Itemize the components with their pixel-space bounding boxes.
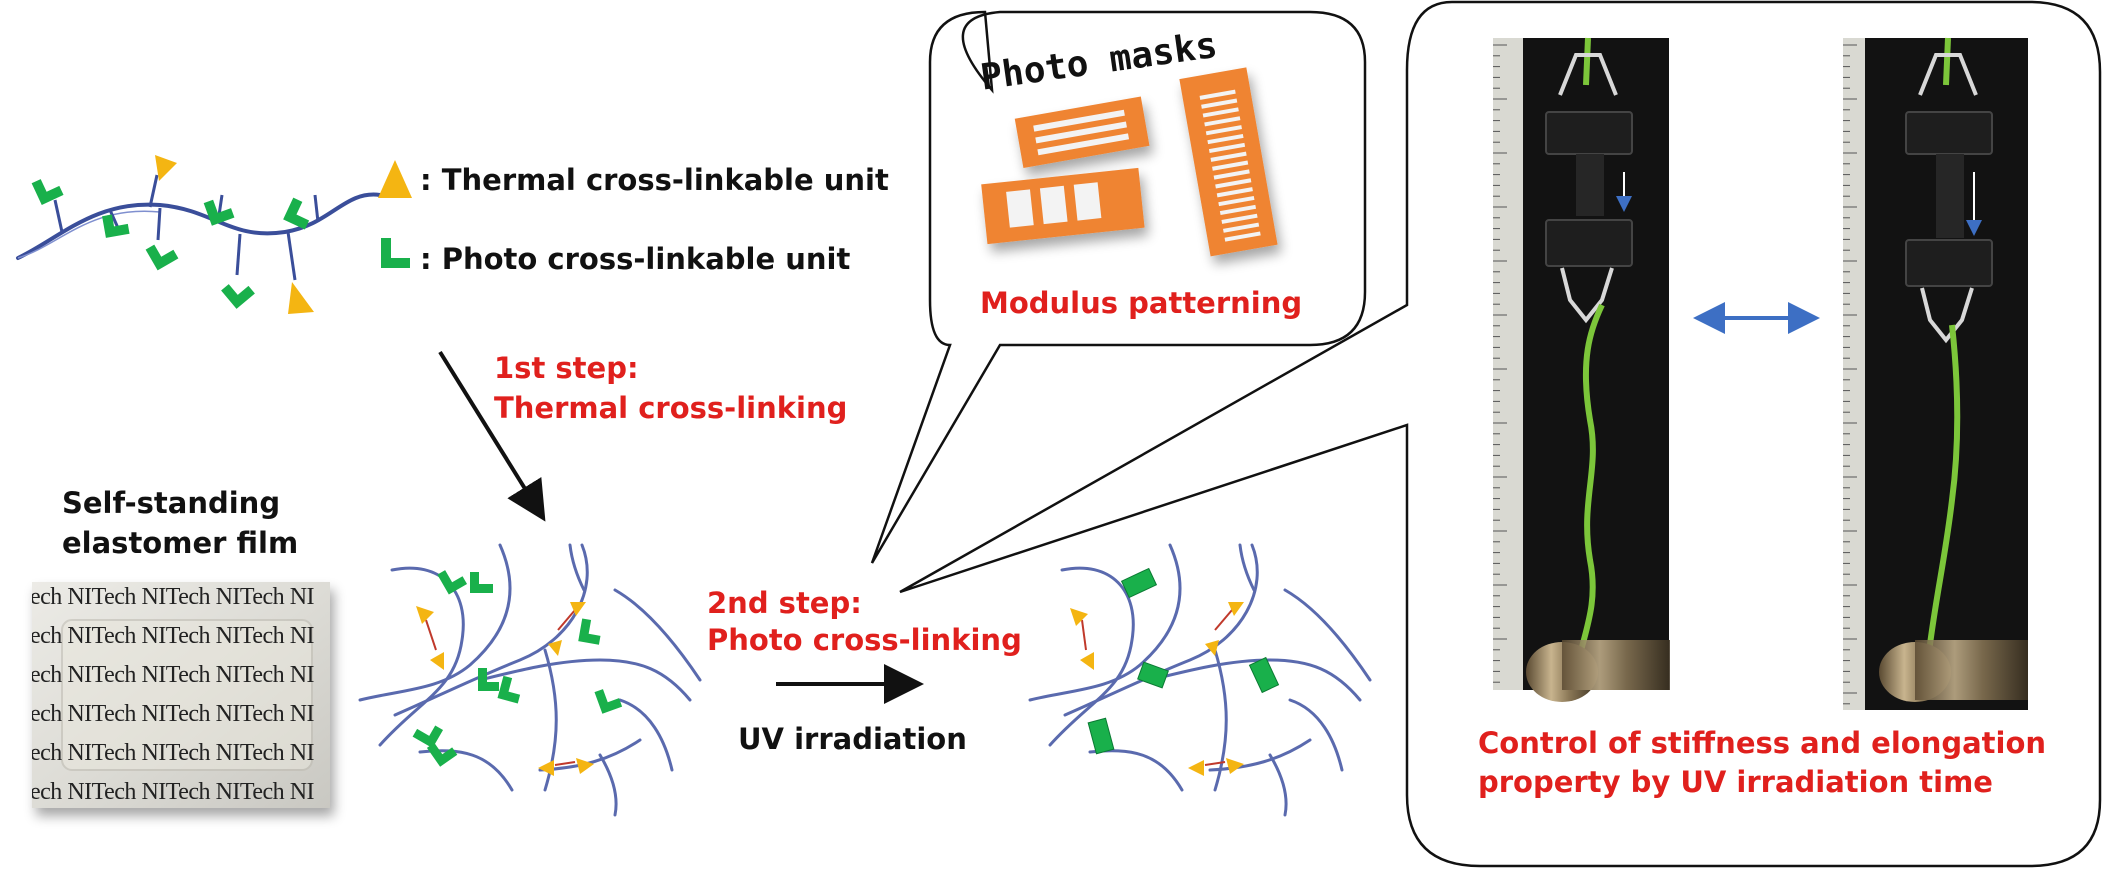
legend-photo-icon xyxy=(381,238,410,268)
film-text-tile: NITech xyxy=(215,662,290,688)
first-step-label: 1st step: xyxy=(494,351,639,385)
film-text-row: ech NITech NITech NITech NI xyxy=(32,662,315,689)
photo-mask-3 xyxy=(1179,67,1278,257)
photo-mask-1 xyxy=(1014,96,1150,169)
film-text-tile: NITech xyxy=(67,662,142,688)
film-text-tile: NITech xyxy=(141,701,216,727)
photo-network-illustration xyxy=(1028,543,1372,817)
polymer-chain-illustration xyxy=(16,155,382,314)
photo-masks-illustration xyxy=(981,67,1278,257)
film-photo xyxy=(32,582,330,808)
film-text-row: ech NITech NITech NITech NI xyxy=(32,740,315,767)
stiffness-caption-line2: property by UV irradiation time xyxy=(1478,765,1993,799)
legend-thermal-label: Thermal cross-linkable unit xyxy=(441,163,889,197)
second-step-description: Photo cross-linking xyxy=(707,623,1022,657)
film-text-row: ech NITech NITech NITech NI xyxy=(32,701,315,728)
legend-separator: : xyxy=(420,242,432,276)
film-text-row: ech NITech NITech NITech NI xyxy=(32,779,315,806)
modulus-patterning-caption: Modulus patterning xyxy=(980,286,1303,320)
film-text-tile: NITech xyxy=(215,779,290,805)
legend-thermal-row: : Thermal cross-linkable unit xyxy=(420,163,889,197)
tensile-photo-left xyxy=(1493,37,1670,702)
stiffness-caption-line1: Control of stiffness and elongation xyxy=(1478,726,2047,760)
legend-photo-label: Photo cross-linkable unit xyxy=(441,242,851,276)
network-2-photo-crosslinks xyxy=(1087,567,1280,755)
film-text-prefix: ech xyxy=(32,662,68,688)
first-step-description: Thermal cross-linking xyxy=(494,391,848,425)
thermal-unit-icon xyxy=(155,155,314,314)
film-text-tile: NITech xyxy=(141,779,216,805)
film-text-tile: NITech xyxy=(141,584,216,610)
film-text-suffix: NI xyxy=(289,584,315,610)
uv-irradiation-label: UV irradiation xyxy=(738,722,967,756)
film-text-tile: NITech xyxy=(215,623,290,649)
film-text-suffix: NI xyxy=(289,662,315,688)
film-text-row: ech NITech NITech NITech NI xyxy=(32,584,315,611)
film-text-suffix: NI xyxy=(289,701,315,727)
film-text-prefix: ech xyxy=(32,623,68,649)
film-text-tile: NITech xyxy=(141,662,216,688)
legend-photo-row: : Photo cross-linkable unit xyxy=(420,242,851,276)
film-text-row: ech NITech NITech NITech NI xyxy=(32,623,315,650)
film-text-tile: NITech xyxy=(215,701,290,727)
first-step-arrow xyxy=(438,350,546,522)
film-text-suffix: NI xyxy=(289,623,315,649)
network-1-photo-units xyxy=(412,570,623,767)
polymer-branches xyxy=(53,174,320,281)
film-title-line2: elastomer film xyxy=(62,526,299,560)
film-text-prefix: ech xyxy=(32,701,68,727)
film-text-tile: NITech xyxy=(141,623,216,649)
film-text-prefix: ech xyxy=(32,779,68,805)
tensile-photo-right xyxy=(1843,37,2028,710)
polymer-backbone xyxy=(16,192,382,260)
legend-separator: : xyxy=(420,163,432,197)
legend-thermal-icon xyxy=(378,160,412,198)
ruler-right xyxy=(1843,38,1865,710)
photo-mask-2 xyxy=(981,167,1145,245)
film-text-tile: NITech xyxy=(215,740,290,766)
film-text-prefix: ech xyxy=(32,584,68,610)
film-text-tile: NITech xyxy=(67,623,142,649)
film-text-suffix: NI xyxy=(289,740,315,766)
ruler-left xyxy=(1493,38,1523,690)
photo-unit-icon xyxy=(31,179,310,309)
second-step-label: 2nd step: xyxy=(707,586,862,620)
film-text-prefix: ech xyxy=(32,740,68,766)
thermal-network-illustration xyxy=(358,543,702,817)
film-title-line1: Self-standing xyxy=(62,486,281,520)
film-text-tile: NITech xyxy=(67,779,142,805)
film-text-tile: NITech xyxy=(141,740,216,766)
film-text-tile: NITech xyxy=(215,584,290,610)
polymer-backbone-highlight xyxy=(17,210,161,259)
film-text-suffix: NI xyxy=(289,779,315,805)
film-text-tile: NITech xyxy=(67,740,142,766)
film-text-tile: NITech xyxy=(67,584,142,610)
film-text-tile: NITech xyxy=(67,701,142,727)
network-2-thermal-links xyxy=(1070,602,1244,776)
network-1-thermal-links xyxy=(416,602,594,776)
